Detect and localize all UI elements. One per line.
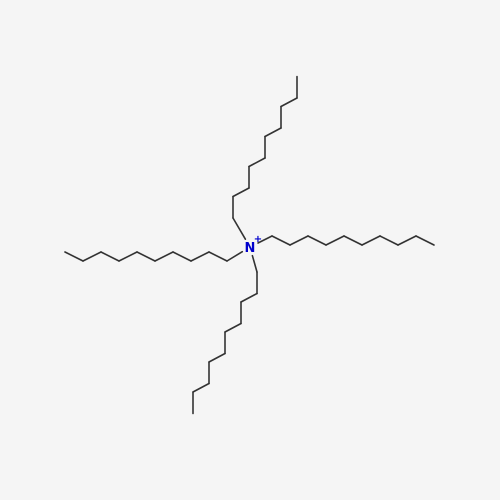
up-decyl-bond-3 (232, 187, 250, 198)
left-decyl-bond-5 (154, 251, 174, 262)
down-decyl-bond-3 (240, 292, 258, 303)
right-decyl-bond-8 (379, 235, 399, 246)
right-decyl-bond-10 (415, 235, 435, 246)
right-decyl-bond-7 (361, 235, 381, 246)
nitrogen-atom-background (242, 239, 258, 255)
bond-layer (64, 75, 435, 415)
right-decyl-bond-2 (271, 235, 291, 246)
positive-charge-label: + (254, 234, 262, 245)
left-decyl-bond-9 (82, 251, 102, 262)
up-decyl-bond-9 (280, 97, 298, 108)
left-decyl-bond-8 (100, 251, 120, 262)
down-decyl-bond-7 (208, 352, 226, 363)
nitrogen-atom: N + (242, 234, 262, 256)
down-decyl-bond-5 (224, 322, 242, 333)
left-decyl-bond-6 (136, 251, 156, 262)
right-decyl-bond-6 (343, 235, 363, 246)
down-decyl-bond-1 (251, 254, 258, 273)
right-decyl-bond-1 (257, 235, 273, 244)
right-decyl-bond-3 (289, 235, 309, 246)
nitrogen-atom-label: N (245, 241, 256, 256)
left-decyl-bond-2 (208, 251, 228, 262)
left-decyl-bond-1 (226, 250, 244, 262)
right-decyl-bond-5 (325, 235, 345, 246)
left-decyl-bond-10 (64, 251, 84, 262)
up-decyl-bond-7 (264, 127, 282, 138)
left-decyl-bond-7 (118, 251, 138, 262)
up-decyl-bond-1 (232, 217, 247, 240)
left-decyl-bond-3 (190, 251, 210, 262)
right-decyl-bond-9 (397, 235, 417, 246)
right-decyl-bond-4 (307, 235, 327, 246)
left-decyl-bond-4 (172, 251, 192, 262)
up-decyl-bond-5 (248, 157, 266, 168)
down-decyl-bond-9 (192, 382, 210, 393)
